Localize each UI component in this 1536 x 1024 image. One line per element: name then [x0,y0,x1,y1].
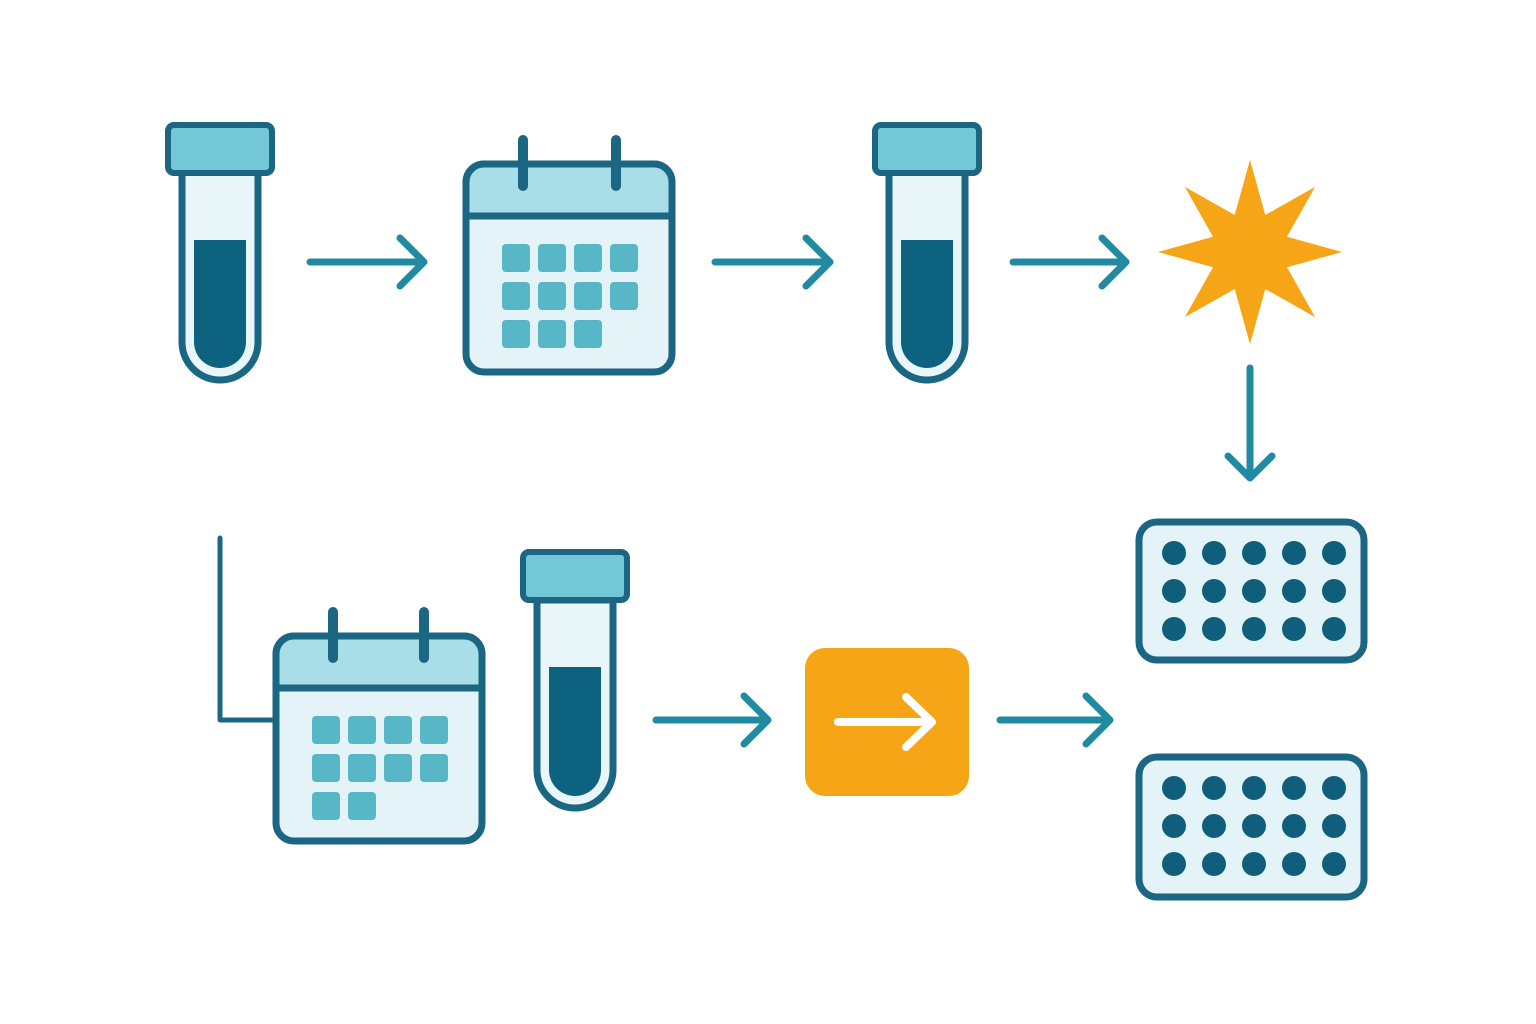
well-dot [1202,776,1226,800]
calendar-day-cell [502,320,530,348]
well-dot [1242,541,1266,565]
well-dot [1242,776,1266,800]
calendar-day-cell [312,754,340,782]
well-dot [1322,579,1346,603]
calendar-icon [272,607,486,845]
well-dot [1282,776,1306,800]
bracket-line [217,535,279,723]
arrow-right-icon [1009,234,1130,290]
test-tube-icon [872,122,982,384]
calendar-day-cell [420,754,448,782]
well-dot [1202,852,1226,876]
calendar-day-cell [538,244,566,272]
arrow-right-icon [996,692,1114,748]
well-dot [1242,579,1266,603]
calendar-day-cell [574,244,602,272]
arrow-right-icon [711,234,834,290]
well-dot [1282,617,1306,641]
test-tube-icon [520,549,630,812]
calendar-day-cell [538,320,566,348]
arrow-right-icon [306,234,428,290]
well-dot [1202,541,1226,565]
well-dot [1322,776,1346,800]
well-dot [1242,814,1266,838]
calendar-day-cell [574,282,602,310]
well-dot [1282,579,1306,603]
well-dot [1282,814,1306,838]
calendar-day-cell [348,716,376,744]
calendar-day-cell [348,754,376,782]
well-dot [1162,617,1186,641]
well-dot [1322,814,1346,838]
calendar-day-cell [348,792,376,820]
arrow-right-icon [834,693,936,751]
well-plate-icon [1135,753,1368,901]
well-dot [1202,579,1226,603]
calendar-day-cell [574,320,602,348]
calendar-day-cell [312,716,340,744]
well-plate-icon [1135,518,1368,664]
calendar-day-cell [420,716,448,744]
well-dot [1322,852,1346,876]
calendar-day-cell [502,244,530,272]
calendar-day-cell [384,754,412,782]
calendar-day-cell [610,244,638,272]
arrow-right-icon [652,692,772,748]
well-dot [1162,579,1186,603]
test-tube-icon [165,122,275,384]
well-dot [1162,814,1186,838]
starburst-icon [1158,160,1342,344]
calendar-day-cell [502,282,530,310]
well-dot [1162,541,1186,565]
well-dot [1162,776,1186,800]
well-dot [1322,617,1346,641]
well-dot [1162,852,1186,876]
arrow-down-icon [1224,364,1276,482]
well-dot [1282,541,1306,565]
well-dot [1202,814,1226,838]
well-dot [1242,617,1266,641]
calendar-icon [462,135,676,376]
well-dot [1322,541,1346,565]
calendar-day-cell [610,282,638,310]
proceed-box [805,648,969,796]
calendar-day-cell [312,792,340,820]
calendar-day-cell [538,282,566,310]
well-dot [1282,852,1306,876]
well-dot [1242,852,1266,876]
calendar-day-cell [384,716,412,744]
well-dot [1202,617,1226,641]
